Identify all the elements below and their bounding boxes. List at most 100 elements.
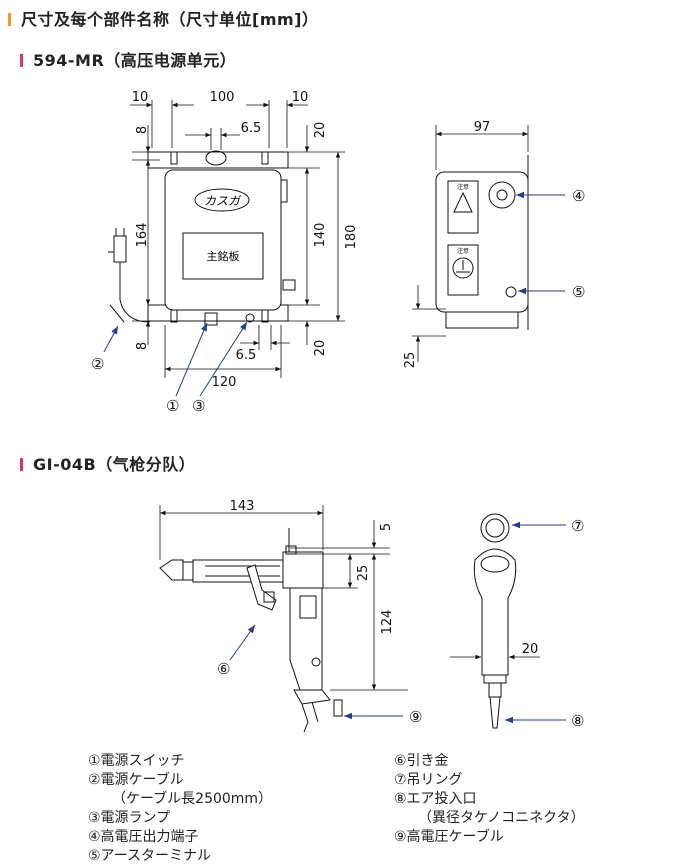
- gun-barrel: [192, 559, 284, 583]
- hv-output-terminal-core: [496, 189, 508, 201]
- dim-label: 25: [403, 352, 418, 369]
- section-title-gi04b: GI-04B（气枪分队）: [20, 451, 195, 475]
- page-title-text: 尺寸及每个部件名称（尺寸单位[mm]）: [21, 10, 319, 29]
- side-terminal: [282, 279, 296, 291]
- callout-8: ⑧: [571, 712, 584, 730]
- top-bracket: [147, 151, 289, 169]
- dim-label: 143: [230, 499, 255, 514]
- legend-item: ⑤アースターミナル: [88, 848, 212, 864]
- callout-9: ⑨: [409, 708, 422, 726]
- dim-label: 10: [132, 90, 149, 105]
- dim-label: 20: [313, 340, 328, 357]
- power-unit-front-view: [108, 150, 296, 326]
- legend-item: ②電源ケーブル: [88, 772, 184, 788]
- trigger-pivot: [263, 591, 275, 603]
- trigger: [246, 564, 277, 611]
- front-dimension-lines: [130, 100, 345, 378]
- power-switch: [204, 312, 218, 326]
- warning-label-top: [447, 180, 479, 234]
- hanger-eye: [205, 150, 227, 166]
- front-dimension-values: 10 100 10 6.5 8 20 164 140 180 8 6.5 20 …: [132, 90, 359, 390]
- section-title-594mr-text: 594-MR（高压电源单元）: [33, 51, 237, 70]
- spray-gun-rear-view: [473, 513, 517, 729]
- gun-nozzle: [159, 559, 184, 581]
- callout-line: [229, 624, 256, 661]
- side-dimension-lines: [412, 125, 529, 362]
- dim-label: 8: [135, 342, 150, 350]
- callout-line: [199, 321, 248, 397]
- cable-lead: [109, 304, 125, 323]
- callout-line: [103, 325, 119, 353]
- logo-oval: [194, 188, 250, 212]
- legend-left: ①電源スイッチ ②電源ケーブル （ケーブル長2500mm） ③電源ランプ ④高電…: [88, 752, 272, 866]
- dim-label: 6.5: [241, 121, 262, 136]
- housing: [164, 169, 282, 311]
- legend-item: ⑥引き金: [394, 753, 449, 769]
- warning-bottom-text: 注意: [457, 247, 469, 255]
- callout-2: ②: [91, 355, 104, 373]
- section-bar-marker: [20, 458, 23, 471]
- hv-output-terminal: [488, 181, 516, 209]
- callout-5: ⑤: [572, 283, 585, 301]
- mount-slot: [170, 151, 178, 165]
- callout-7: ⑦: [571, 517, 584, 535]
- mount-slot: [261, 309, 269, 323]
- gun-dimension-values: 143 5 25 124: [230, 499, 395, 634]
- legend-item: ⑧エア投入口: [394, 791, 477, 807]
- dim-label: 140: [313, 223, 328, 248]
- air-inlet: [301, 701, 319, 733]
- gun-grip: [289, 587, 323, 691]
- section-bar-marker: [20, 54, 23, 67]
- air-fitting: [488, 682, 502, 698]
- nameplate-text: 主銘板: [207, 249, 240, 263]
- mount-slot: [261, 151, 269, 165]
- dim-label: 120: [212, 375, 237, 390]
- side-fitting: [280, 179, 288, 203]
- unit2-callouts: ⑦ ⑧ ⑨ ⑥: [217, 517, 584, 730]
- dim-label: 164: [135, 223, 150, 248]
- dim-label: 5: [379, 523, 394, 531]
- warning-label-bottom: [447, 244, 479, 296]
- hanging-ring: [480, 513, 510, 543]
- callout-4: ④: [572, 187, 585, 205]
- dim-label: 100: [210, 90, 235, 105]
- legend-item: ①電源スイッチ: [88, 753, 185, 769]
- grip-fitting: [299, 595, 317, 619]
- dim-label: 20: [522, 642, 539, 657]
- dim-label: 8: [135, 126, 150, 134]
- rear-logo-oval: [480, 555, 510, 573]
- power-plug: [113, 235, 127, 263]
- unit2-callout-lines: [229, 521, 566, 724]
- legend-item: ⑦吊リング: [394, 772, 463, 788]
- power-lamp: [245, 313, 255, 323]
- grip-screw: [311, 657, 321, 667]
- legend-item: ③電源ランプ: [88, 810, 171, 826]
- dim-label: 6.5: [236, 348, 257, 363]
- gun-body-rear: [473, 548, 517, 676]
- nameplate: [182, 232, 264, 280]
- hose-barb: [489, 696, 501, 729]
- gun-head: [282, 551, 324, 589]
- legend-item: ④高電圧出力端子: [88, 829, 199, 845]
- section-title-gi04b-text: GI-04B（气枪分队）: [33, 455, 196, 474]
- hanging-ring-inner: [485, 518, 505, 538]
- callout-3: ③: [192, 397, 205, 415]
- power-cable: [119, 262, 151, 323]
- side-housing: [435, 171, 529, 313]
- earth-terminal: [505, 286, 517, 298]
- mount-slot: [170, 309, 178, 323]
- callout-1: ①: [166, 397, 179, 415]
- dim-label: 97: [474, 120, 491, 135]
- high-voltage-icon: [453, 191, 473, 213]
- nozzle-collar: [182, 561, 194, 581]
- hv-cable-stub: [333, 699, 343, 717]
- gun-dimension-lines: [159, 505, 408, 691]
- unit1-callouts: ④ ⑤ ② ① ③: [91, 187, 585, 415]
- legend-item-note: （ケーブル長2500mm）: [112, 791, 273, 807]
- dim-label: 20: [313, 122, 328, 139]
- rear-base: [483, 674, 507, 684]
- callout-line: [175, 322, 208, 397]
- legend-item: ⑨高電圧ケーブル: [394, 829, 504, 845]
- earth-icon: [452, 257, 474, 279]
